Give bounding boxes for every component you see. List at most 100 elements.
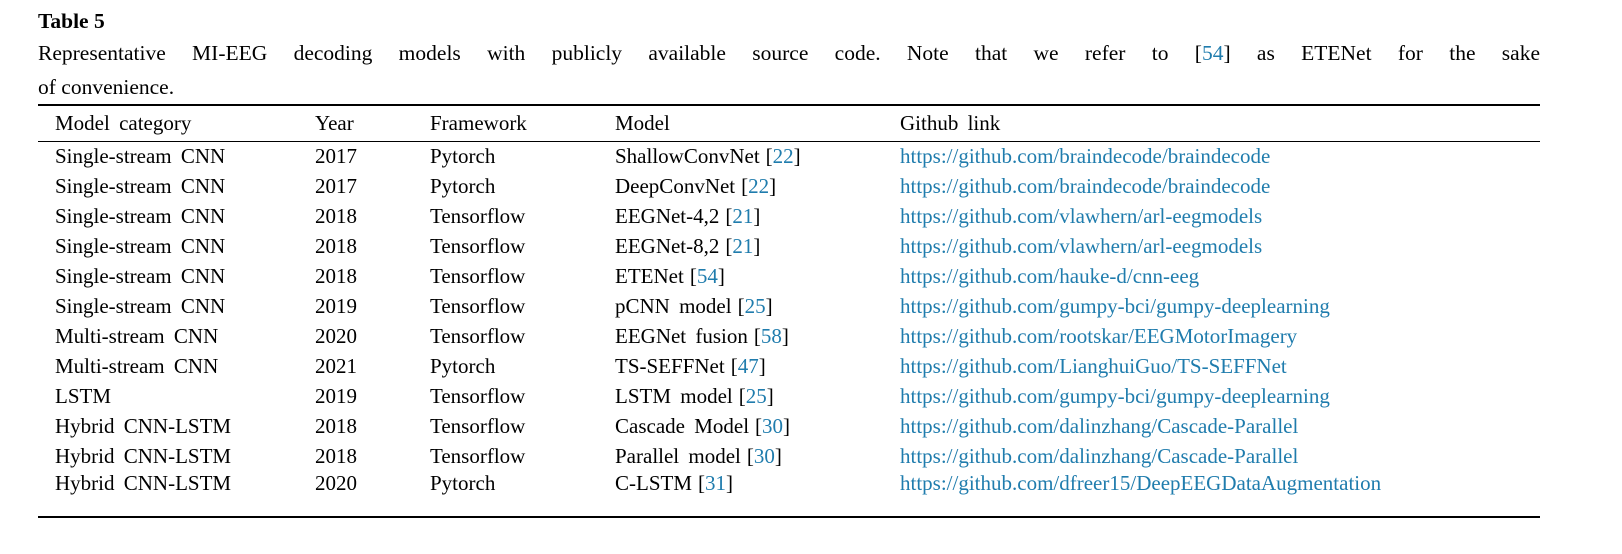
- cell-github-link: https://github.com/dfreer15/DeepEEGDataA…: [900, 471, 1540, 517]
- cell-framework: Tensorflow: [430, 263, 526, 288]
- cell-framework: Tensorflow: [430, 233, 526, 258]
- cell-model-category: Hybrid CNN-LSTM: [55, 471, 232, 495]
- cell-framework: Tensorflow: [430, 203, 526, 228]
- citation-bracket-close: ]: [765, 293, 773, 318]
- cell-model: ShallowConvNet[22]: [615, 141, 900, 171]
- cell-model: LSTM model[25]: [615, 381, 900, 411]
- citation-bracket-open: [: [725, 233, 733, 258]
- citation-bracket-open: [: [737, 293, 745, 318]
- model-name: LSTM model: [615, 383, 733, 408]
- cell-model: DeepConvNet[22]: [615, 171, 900, 201]
- cell-model-category: Hybrid CNN-LSTM: [55, 413, 232, 438]
- cell-model: ETENet[54]: [615, 261, 900, 291]
- cell-framework: Pytorch: [430, 471, 496, 495]
- model-name: ETENet: [615, 263, 684, 288]
- github-link[interactable]: https://github.com/LianghuiGuo/TS-SEFFNe…: [900, 353, 1287, 378]
- cell-framework: Pytorch: [430, 143, 496, 168]
- cell-model-category: Single-stream CNN: [55, 203, 226, 228]
- cell-year: 2018: [315, 263, 357, 288]
- citation-bracket-open: [: [725, 203, 733, 228]
- citation-number[interactable]: 31: [705, 471, 727, 495]
- cell-github-link: https://github.com/vlawhern/arl-eegmodel…: [900, 201, 1540, 231]
- citation-number[interactable]: 22: [772, 143, 794, 168]
- cell-github-link: https://github.com/dalinzhang/Cascade-Pa…: [900, 441, 1540, 471]
- citation-bracket-close: ]: [769, 173, 777, 198]
- cell-github-link: https://github.com/vlawhern/arl-eegmodel…: [900, 231, 1540, 261]
- model-name: TS-SEFFNet: [615, 353, 725, 378]
- cell-model-category: Multi-stream CNN: [55, 323, 219, 348]
- caption-line-2: of convenience.: [38, 75, 175, 99]
- header-year: Year: [315, 105, 430, 142]
- cell-github-link: https://github.com/LianghuiGuo/TS-SEFFNe…: [900, 351, 1540, 381]
- cell-framework: Tensorflow: [430, 413, 526, 438]
- citation-number[interactable]: 25: [745, 383, 767, 408]
- citation-bracket-close: ]: [781, 323, 789, 348]
- citation-bracket-open: [: [698, 471, 706, 495]
- github-link[interactable]: https://github.com/braindecode/braindeco…: [900, 143, 1271, 168]
- model-name: pCNN model: [615, 293, 732, 318]
- models-table: Model category Year Framework Model Gith…: [38, 104, 1540, 518]
- citation-number[interactable]: 21: [732, 203, 754, 228]
- citation-number[interactable]: 25: [744, 293, 766, 318]
- citation-number[interactable]: 47: [737, 353, 759, 378]
- citation-bracket-open: [: [741, 173, 749, 198]
- cell-model: EEGNet-8,2[21]: [615, 231, 900, 261]
- citation-bracket-close: ]: [766, 383, 774, 408]
- citation-bracket-close: ]: [774, 443, 782, 468]
- header-framework: Framework: [430, 105, 615, 142]
- citation-number[interactable]: 54: [1201, 41, 1224, 65]
- model-name: DeepConvNet: [615, 173, 736, 198]
- cell-model-category: Multi-stream CNN: [55, 353, 219, 378]
- caption-text-after-citation: as ETENet for the sake: [1230, 41, 1540, 65]
- cell-year: 2017: [315, 143, 357, 168]
- cell-github-link: https://github.com/braindecode/braindeco…: [900, 171, 1540, 201]
- model-name: C-LSTM: [615, 471, 693, 495]
- cell-model: Cascade Model[30]: [615, 411, 900, 441]
- github-link[interactable]: https://github.com/vlawhern/arl-eegmodel…: [900, 203, 1263, 228]
- table-row: Multi-stream CNN 2021 Pytorch TS-SEFFNet…: [38, 351, 1540, 381]
- table-row: Hybrid CNN-LSTM 2018 Tensorflow Cascade …: [38, 411, 1540, 441]
- cell-year: 2018: [315, 413, 357, 438]
- citation-bracket-close: ]: [793, 143, 801, 168]
- github-link[interactable]: https://github.com/braindecode/braindeco…: [900, 173, 1271, 198]
- table-row: Single-stream CNN 2019 Tensorflow pCNN m…: [38, 291, 1540, 321]
- table-row: Single-stream CNN 2017 Pytorch ShallowCo…: [38, 141, 1540, 171]
- citation-number[interactable]: 30: [762, 413, 784, 438]
- cell-framework: Pytorch: [430, 353, 496, 378]
- cell-model: pCNN model[25]: [615, 291, 900, 321]
- github-link[interactable]: https://github.com/gumpy-bci/gumpy-deepl…: [900, 383, 1330, 408]
- citation-number[interactable]: 22: [748, 173, 770, 198]
- cell-framework: Tensorflow: [430, 293, 526, 318]
- cell-year: 2020: [315, 471, 357, 495]
- github-link[interactable]: https://github.com/dalinzhang/Cascade-Pa…: [900, 443, 1299, 468]
- citation-bracket-open: [: [755, 413, 763, 438]
- model-name: ShallowConvNet: [615, 143, 760, 168]
- cell-github-link: https://github.com/rootskar/EEGMotorImag…: [900, 321, 1540, 351]
- table-label: Table 5: [38, 9, 105, 33]
- table-block: Table 5 Representative MI-EEG decoding m…: [38, 9, 1540, 518]
- cell-github-link: https://github.com/hauke-d/cnn-eeg: [900, 261, 1540, 291]
- github-link[interactable]: https://github.com/dalinzhang/Cascade-Pa…: [900, 413, 1299, 438]
- cell-github-link: https://github.com/dalinzhang/Cascade-Pa…: [900, 411, 1540, 441]
- cell-model: EEGNet fusion[58]: [615, 321, 900, 351]
- cell-framework: Pytorch: [430, 173, 496, 198]
- citation-bracket-open: [: [1194, 41, 1202, 65]
- citation-number[interactable]: 58: [760, 323, 782, 348]
- citation-number[interactable]: 21: [732, 233, 754, 258]
- github-link[interactable]: https://github.com/rootskar/EEGMotorImag…: [900, 323, 1298, 348]
- github-link[interactable]: https://github.com/gumpy-bci/gumpy-deepl…: [900, 293, 1330, 318]
- table-body: Single-stream CNN 2017 Pytorch ShallowCo…: [38, 141, 1540, 517]
- cell-model-category: Single-stream CNN: [55, 173, 226, 198]
- cell-model-category: LSTM: [55, 383, 112, 408]
- cell-model: C-LSTM[31]: [615, 471, 900, 517]
- citation-number[interactable]: 54: [696, 263, 718, 288]
- table-row: Multi-stream CNN 2020 Tensorflow EEGNet …: [38, 321, 1540, 351]
- citation-number[interactable]: 30: [753, 443, 775, 468]
- github-link[interactable]: https://github.com/hauke-d/cnn-eeg: [900, 263, 1200, 288]
- github-link[interactable]: https://github.com/dfreer15/DeepEEGDataA…: [900, 471, 1382, 495]
- cell-model: TS-SEFFNet[47]: [615, 351, 900, 381]
- cell-year: 2019: [315, 293, 357, 318]
- citation-bracket-close: ]: [758, 353, 766, 378]
- github-link[interactable]: https://github.com/vlawhern/arl-eegmodel…: [900, 233, 1263, 258]
- citation-bracket-close: ]: [726, 471, 734, 495]
